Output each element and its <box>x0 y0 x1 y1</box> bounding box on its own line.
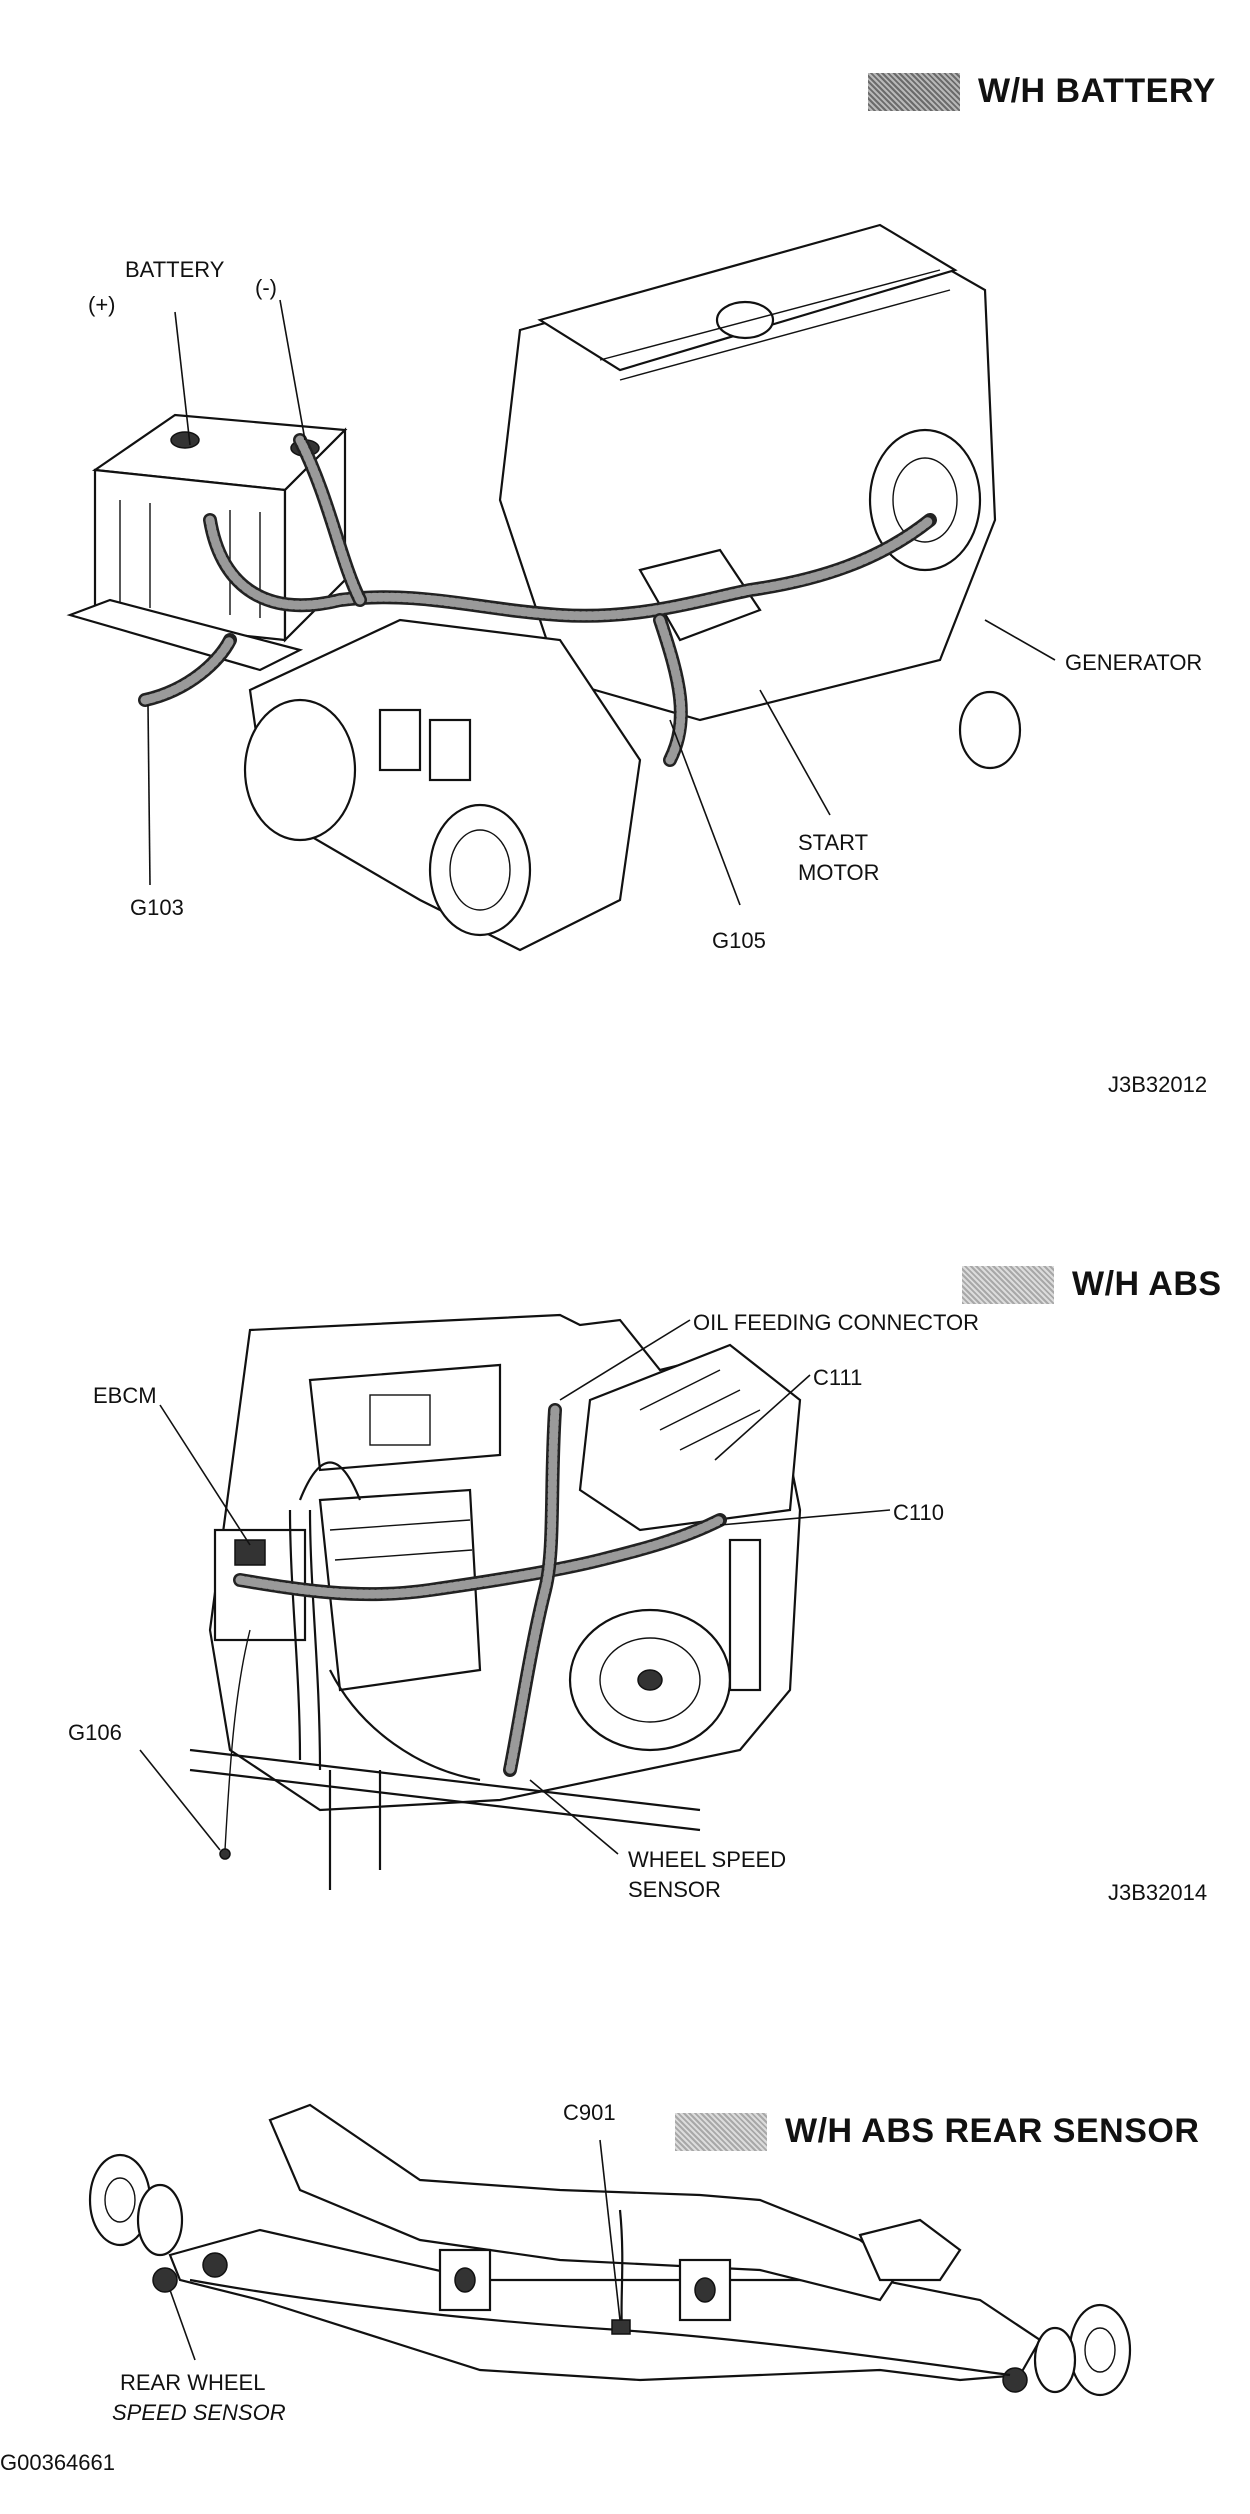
abs-drawing <box>189 1313 802 1890</box>
battery-header: W/H BATTERY <box>868 72 1216 111</box>
abs-module-illustration <box>139 1313 891 1890</box>
oil-feeding-connector-label: OIL FEEDING CONNECTOR <box>693 1310 980 1335</box>
abs-title: W/H ABS <box>1072 1265 1222 1303</box>
battery-figure-code: J3B32012 <box>1108 1072 1208 1097</box>
abs-leaders <box>139 1319 891 1855</box>
rear-figure-code: G00364661 <box>0 2450 115 2475</box>
rear-header-swatch <box>675 2112 767 2151</box>
battery-header-swatch <box>868 72 960 111</box>
c901-label: C901 <box>563 2100 616 2125</box>
generator-label: GENERATOR <box>1065 650 1203 675</box>
g103-label: G103 <box>130 895 184 920</box>
rear-header: W/H ABS REAR SENSOR <box>675 2112 1199 2151</box>
battery-plus-label: (+) <box>88 292 116 317</box>
g105-label: G105 <box>712 928 766 953</box>
ebcm-label: EBCM <box>93 1383 157 1408</box>
engine-battery-illustration <box>66 223 1056 952</box>
start-motor-label-2: MOTOR <box>798 860 880 885</box>
rear-axle-illustration <box>88 2103 1132 2397</box>
g106-label: G106 <box>68 1720 122 1745</box>
c110-label: C110 <box>893 1500 944 1525</box>
abs-header-swatch <box>962 1265 1054 1304</box>
rear-leaders <box>169 2139 621 2361</box>
engine-drawing <box>243 223 1022 952</box>
rear-sensor-section: W/H ABS REAR SENSOR <box>0 1980 1250 2514</box>
wheel-speed-sensor-label-2: SENSOR <box>628 1877 721 1902</box>
rear-axle-drawing <box>88 2103 1132 2397</box>
battery-label: BATTERY <box>125 257 225 282</box>
battery-minus-label: (-) <box>255 275 277 300</box>
rear-title: W/H ABS REAR SENSOR <box>785 2112 1200 2150</box>
rear-wheel-speed-sensor-label-1: REAR WHEEL <box>120 2370 266 2395</box>
battery-leaders <box>147 299 1056 906</box>
c111-label: C111 <box>813 1365 863 1390</box>
battery-section: W/H BATTERY <box>0 0 1250 1110</box>
battery-title: W/H BATTERY <box>978 72 1216 110</box>
abs-harness <box>219 1403 727 1860</box>
rear-wheel-speed-sensor-label-2: SPEED SENSOR <box>112 2400 286 2425</box>
battery-drawing <box>66 413 348 672</box>
wheel-speed-sensor-label-1: WHEEL SPEED <box>628 1847 787 1872</box>
start-motor-label-1: START <box>798 830 869 855</box>
abs-section: W/H ABS <box>0 1110 1250 1980</box>
battery-harness <box>138 433 937 767</box>
abs-header: W/H ABS <box>962 1265 1222 1304</box>
abs-figure-code: J3B32014 <box>1108 1880 1208 1905</box>
